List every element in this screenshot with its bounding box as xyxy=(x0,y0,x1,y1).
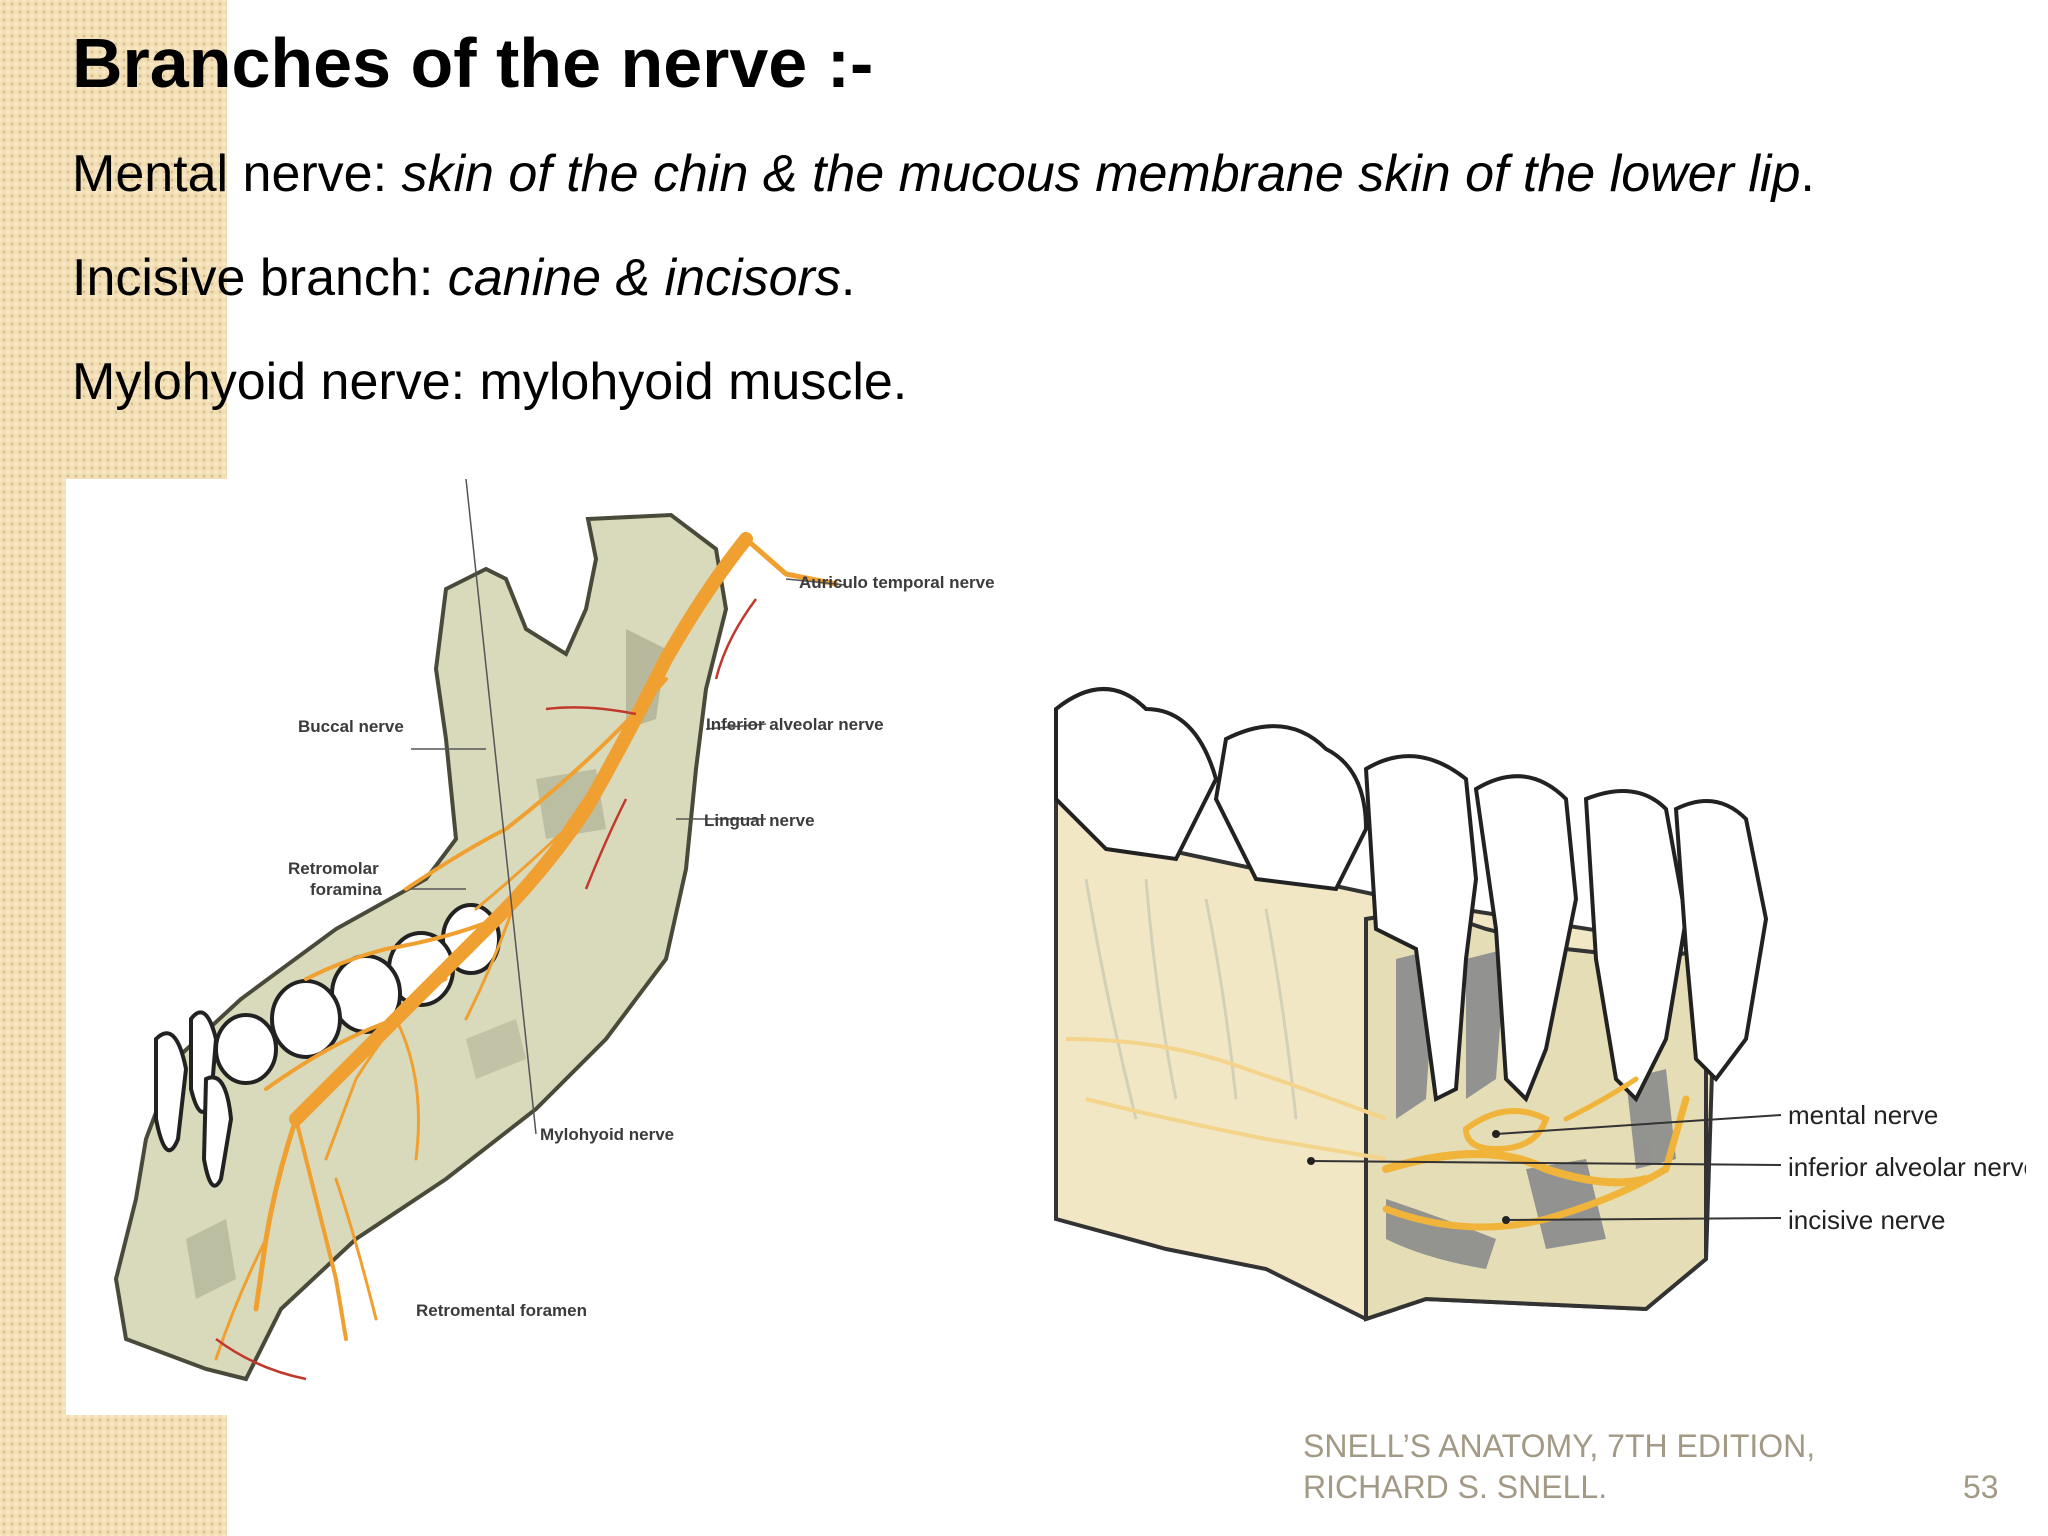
item-description: mylohyoid muscle xyxy=(479,353,893,411)
left-nerves xyxy=(214,532,839,1361)
anatomy-figures: Auriculo temporal nerve Inferior alveola… xyxy=(66,479,2026,1415)
item-end: . xyxy=(1800,145,1815,203)
citation-line-2: RICHARD S. SNELL. xyxy=(1303,1469,1608,1505)
slide-title: Branches of the nerve :- xyxy=(72,24,874,102)
item-name: Mylohyoid nerve: xyxy=(72,353,466,411)
label-lingual-nerve: Lingual nerve xyxy=(704,811,815,830)
label-foramina: foramina xyxy=(310,880,382,899)
right-section-figure: mental nerve inferior alveolar nerve inc… xyxy=(1054,687,2026,1322)
label-mylohyoid-nerve: Mylohyoid nerve xyxy=(540,1125,674,1144)
page-number: 53 xyxy=(1963,1469,1999,1505)
bullet-mylohyoid-nerve: Mylohyoid nerve: mylohyoid muscle. xyxy=(72,350,907,414)
item-end: . xyxy=(892,353,908,411)
item-name: Mental nerve: xyxy=(72,145,388,203)
item-description: skin of the chin & the mucous membrane s… xyxy=(401,145,1801,203)
label-retromental-foramen: Retromental foramen xyxy=(416,1301,587,1320)
item-description: canine & incisors xyxy=(447,249,841,307)
label-inferior-alveolar-nerve-right: inferior alveolar nerve xyxy=(1788,1152,2026,1182)
bullet-mental-nerve: Mental nerve: skin of the chin & the muc… xyxy=(72,142,1815,206)
right-leader-lines xyxy=(1310,1114,1782,1221)
bullet-incisive-branch: Incisive branch: canine & incisors. xyxy=(72,246,855,310)
label-inferior-alveolar-nerve: Inferior alveolar nerve xyxy=(706,715,884,734)
label-mental-nerve: mental nerve xyxy=(1788,1100,1938,1130)
source-citation: SNELL’S ANATOMY, 7TH EDITION, RICHARD S.… xyxy=(1303,1426,1815,1508)
label-auriculo-temporal-nerve: Auriculo temporal nerve xyxy=(799,573,995,592)
label-buccal-nerve: Buccal nerve xyxy=(298,717,404,736)
label-incisive-nerve: incisive nerve xyxy=(1788,1205,1946,1235)
label-retromolar: Retromolar xyxy=(288,859,379,878)
left-leader-lines xyxy=(411,479,847,1135)
left-vessels xyxy=(215,598,758,1381)
citation-line-1: SNELL’S ANATOMY, 7TH EDITION, xyxy=(1303,1428,1816,1464)
item-name: Incisive branch: xyxy=(72,249,434,307)
left-mandible-figure: Auriculo temporal nerve Inferior alveola… xyxy=(113,479,995,1382)
right-teeth xyxy=(1054,687,1769,1103)
item-end: . xyxy=(840,249,856,307)
